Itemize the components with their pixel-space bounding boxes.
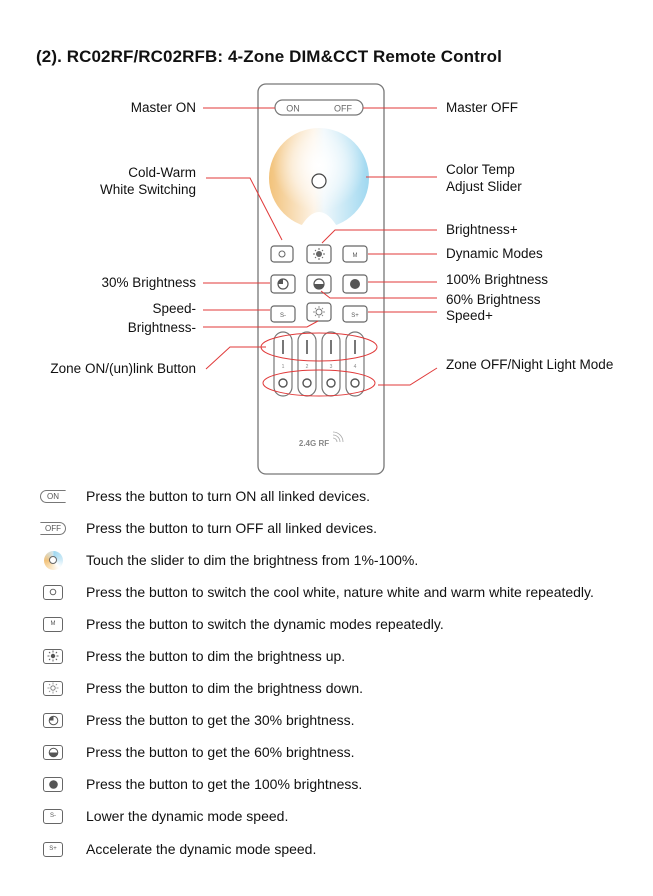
zone-3-strip[interactable]: 3 <box>321 331 341 397</box>
legend-row-mode: M Press the button to switch the dynamic… <box>40 614 444 634</box>
on-pill-icon: ON <box>40 489 66 503</box>
brightness-30-icon <box>43 712 63 728</box>
color-temp-slider[interactable] <box>269 124 369 228</box>
remote-on-label: ON <box>286 104 300 114</box>
brightness-60-icon <box>43 744 63 760</box>
remote-off-label: OFF <box>334 104 352 114</box>
speed-plus-icon: S+ <box>43 841 63 857</box>
legend-text: Touch the slider to dim the brightness f… <box>86 552 419 568</box>
brightness-down-icon <box>43 680 63 696</box>
callout-lines <box>203 107 438 397</box>
legend-row-brightness-down: Press the button to dim the brightness d… <box>40 678 363 698</box>
legend-row-speed-plus: S+ Accelerate the dynamic mode speed. <box>40 839 316 859</box>
zone-1-label: 1 <box>282 364 285 370</box>
legend-text: Press the button to switch the dynamic m… <box>86 616 444 632</box>
legend-row-brightness-up: Press the button to dim the brightness u… <box>40 646 345 666</box>
callout-color-temp-line2: Adjust Slider <box>446 179 522 194</box>
brightness-down-button[interactable] <box>306 302 332 322</box>
legend-text: Accelerate the dynamic mode speed. <box>86 841 317 857</box>
callout-cold-warm-line2: White Switching <box>99 182 196 197</box>
callout-brightness-minus: Brightness- <box>127 320 196 335</box>
legend-row-brightness-60: Press the button to get the 60% brightne… <box>40 742 355 762</box>
rf-signal-icon <box>332 431 344 443</box>
zone-2-strip[interactable]: 2 <box>297 331 317 397</box>
callout-brightness-30: 30% Brightness <box>101 275 196 290</box>
master-on-off-button[interactable]: ON OFF <box>274 99 364 116</box>
legend-text: Press the button to switch the cool whit… <box>86 584 594 600</box>
brightness-100-icon <box>43 776 63 792</box>
brand-label: 2.4G RF <box>299 439 329 448</box>
legend-text: Press the button to turn ON all linked d… <box>86 488 371 504</box>
callout-brightness-100: 100% Brightness <box>446 272 549 287</box>
slider-center-icon <box>311 173 327 189</box>
zone-3-label: 3 <box>330 364 333 370</box>
brightness-up-icon <box>43 648 63 664</box>
brightness-100-button[interactable] <box>342 274 368 294</box>
legend-row-brightness-30: Press the button to get the 30% brightne… <box>40 710 355 730</box>
brightness-60-button[interactable] <box>306 274 332 294</box>
remote-speed-minus-label: S- <box>280 313 286 319</box>
brightness-up-button[interactable] <box>306 244 332 264</box>
callout-master-on: Master ON <box>130 100 196 115</box>
callout-speed-plus: Speed+ <box>446 308 493 323</box>
legend-row-slider: Touch the slider to dim the brightness f… <box>40 550 418 570</box>
remote-speed-plus-label: S+ <box>351 313 359 319</box>
zone-1-strip[interactable]: 1 <box>273 331 293 397</box>
callout-dynamic-modes: Dynamic Modes <box>446 246 543 261</box>
legend-text: Press the button to dim the brightness u… <box>86 648 346 664</box>
callout-brightness-60: 60% Brightness <box>446 292 541 307</box>
off-pill-icon: OFF <box>40 521 66 535</box>
speed-minus-button[interactable]: S- <box>270 305 296 323</box>
page-title: (2). RC02RF/RC02RFB: 4-Zone DIM&CCT Remo… <box>36 47 502 66</box>
legend-row-speed-minus: S- Lower the dynamic mode speed. <box>40 806 288 826</box>
legend-row-brightness-100: Press the button to get the 100% brightn… <box>40 774 362 794</box>
callout-master-off: Master OFF <box>446 100 519 115</box>
legend-text: Lower the dynamic mode speed. <box>86 808 289 824</box>
color-wheel-icon <box>43 550 63 570</box>
callout-zone-off: Zone OFF/Night Light Mode <box>446 357 614 372</box>
speed-minus-icon: S- <box>43 808 63 824</box>
callout-color-temp-line1: Color Temp <box>446 162 515 177</box>
legend-text: Press the button to get the 30% brightne… <box>86 712 355 728</box>
legend-text: Press the button to dim the brightness d… <box>86 680 364 696</box>
mode-button[interactable]: M <box>342 245 368 263</box>
mode-icon: M <box>43 616 63 632</box>
zone-4-strip[interactable]: 4 <box>345 331 365 397</box>
zone-4-label: 4 <box>354 364 357 370</box>
remote-mode-label: M <box>353 253 358 259</box>
legend-text: Press the button to turn OFF all linked … <box>86 520 378 536</box>
cct-switch-button[interactable] <box>270 245 294 263</box>
brightness-30-button[interactable] <box>270 274 296 294</box>
legend-row-cct: Press the button to switch the cool whit… <box>40 582 594 602</box>
cct-switch-icon <box>43 584 63 600</box>
legend-row-on: ON Press the button to turn ON all linke… <box>40 486 370 506</box>
zone-2-label: 2 <box>306 364 309 370</box>
callout-cold-warm-line1: Cold-Warm <box>128 165 196 180</box>
legend-text: Press the button to get the 100% brightn… <box>86 776 363 792</box>
callout-brightness-plus: Brightness+ <box>446 222 518 237</box>
speed-plus-button[interactable]: S+ <box>342 305 368 323</box>
legend-text: Press the button to get the 60% brightne… <box>86 744 355 760</box>
callout-speed-minus: Speed- <box>152 301 196 316</box>
remote-diagram: ON OFF M <box>203 83 438 475</box>
legend-row-off: OFF Press the button to turn OFF all lin… <box>40 518 377 538</box>
callout-zone-on: Zone ON/(un)link Button <box>50 361 196 376</box>
